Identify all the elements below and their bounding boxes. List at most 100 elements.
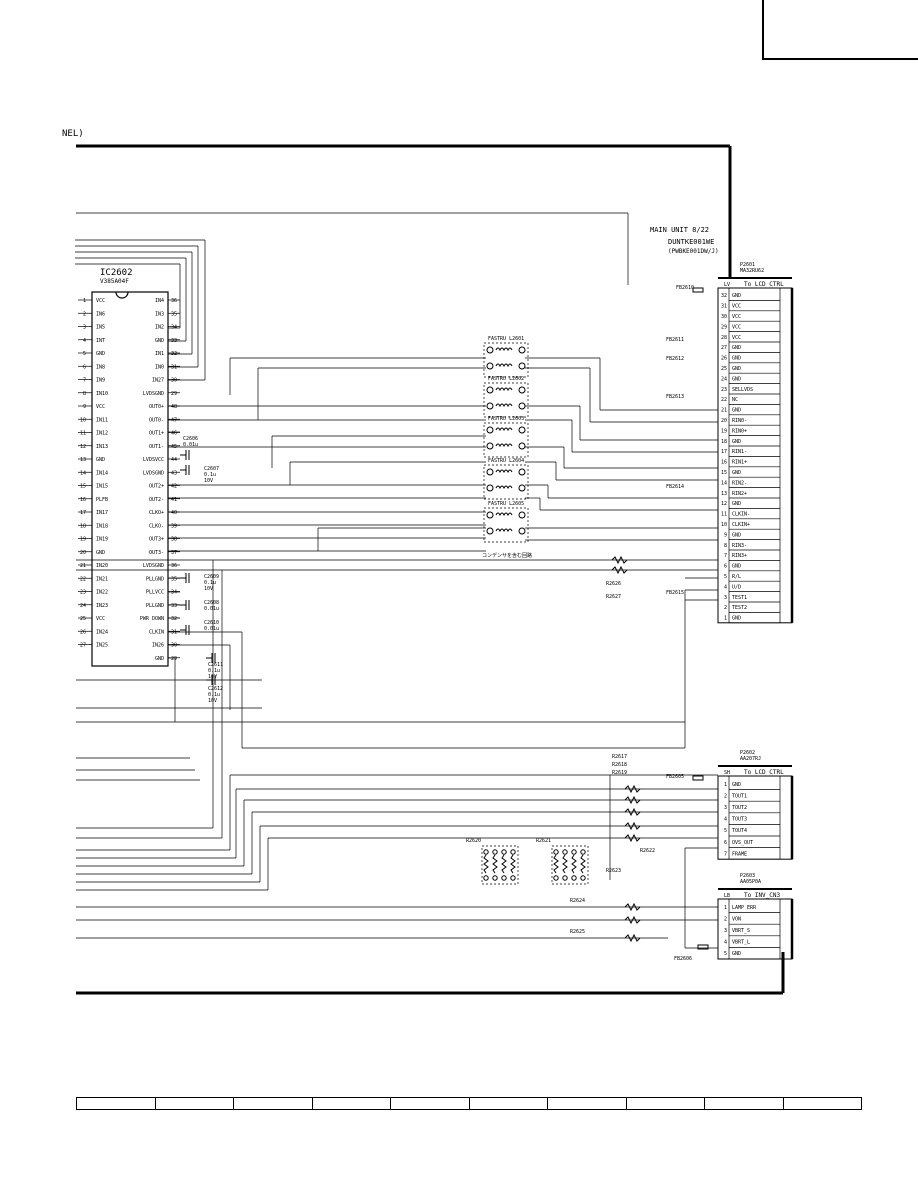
connector-pin-num: 5 <box>724 951 727 957</box>
footer-cell <box>77 1098 156 1109</box>
ic-pin-right-num: 44 <box>171 457 177 463</box>
ferrite-labels: FB2610 FB2611 FB2612 FB2613 FB2614 FB261… <box>666 285 709 962</box>
ic-pin-right-label: OUT1- <box>149 444 164 450</box>
connector-pin-signal: GND <box>732 616 741 622</box>
connector-pin-signal: RIN1+ <box>732 460 747 466</box>
rnet-pad <box>571 849 577 855</box>
connector-pin-num: 1 <box>724 616 727 622</box>
ic-pin-left-label: IN24 <box>96 629 108 635</box>
filter-pad <box>518 386 526 394</box>
cap-c2607-val: 0.1u <box>204 472 216 478</box>
connector-pin-signal: TEST1 <box>732 595 747 601</box>
connector-pin-signal: RIN2+ <box>732 491 747 497</box>
rnet-resistor <box>553 854 559 874</box>
rnet-resistor <box>501 854 507 874</box>
footer-cell <box>470 1098 548 1109</box>
ic-pin-left-label: INT <box>96 338 105 344</box>
connector-pin-num: 2 <box>724 605 727 611</box>
filter-box <box>483 507 529 543</box>
connector-pin-signal: TOUT4 <box>732 828 747 834</box>
filter-coil <box>495 363 513 368</box>
filter-pad <box>518 468 526 476</box>
ic-pin-left-label: IN11 <box>96 417 108 423</box>
wiring <box>75 212 718 949</box>
connector-pin-signal: GND <box>732 293 741 299</box>
ic-pin-right-num: 35 <box>171 311 177 317</box>
ic-pin-left-num: 15 <box>80 484 86 490</box>
section-title: NEL) <box>62 129 84 139</box>
rnet-pad <box>483 875 489 881</box>
connector-pin-num: 31 <box>721 304 727 310</box>
filter-coil <box>495 443 513 448</box>
connector-pin-num: 11 <box>721 512 727 518</box>
cap-c2611-ref: C2611 <box>208 662 223 668</box>
connector-ref: P2602 <box>740 750 755 756</box>
connector-pin-signal: CLKIN- <box>732 512 750 518</box>
filter-label: FASTRU L2603 <box>488 416 524 422</box>
connector-pin-signal: RIN0- <box>732 418 747 424</box>
ic-pin-right-num: 43 <box>171 470 177 476</box>
ic-pin-right-label: LVDSGND <box>143 470 164 476</box>
connector-pin-num: 8 <box>724 543 727 549</box>
ic-pin-right-label: OUT0- <box>149 417 164 423</box>
connector-pin-signal: GND <box>732 376 741 382</box>
ic-pin-left-label: IN25 <box>96 643 108 649</box>
ic-pin-left-label: IN17 <box>96 510 108 516</box>
filter-coil <box>495 528 513 533</box>
connector-pin-signal: RIN3- <box>732 543 747 549</box>
unit-code: DUNTKE001WE <box>668 238 714 246</box>
connector-part: AA207RJ <box>740 756 761 762</box>
connector-pin-signal: FRAME <box>732 851 747 857</box>
filter-box <box>483 464 529 500</box>
ic-body <box>91 291 169 667</box>
filter-coil <box>495 485 513 490</box>
cap-c2606-ref: C2606 <box>183 436 198 442</box>
connector-left-head: SH <box>724 770 730 776</box>
filter-box <box>483 422 529 458</box>
rnet-pad <box>492 875 498 881</box>
ic-part: V385A04F <box>100 278 129 285</box>
ic-pin-left-label: IN10 <box>96 391 108 397</box>
filter-note: コンデンサを含む回路 <box>482 552 532 559</box>
connector-pin-signal: RIN3+ <box>732 553 747 559</box>
ic-pin-right-num: 33 <box>171 603 177 609</box>
ic-pin-left-label: VCC <box>96 298 105 304</box>
connector-pin-num: 32 <box>721 293 727 299</box>
connector-pin-num: 2 <box>724 793 727 799</box>
ic-pin-left-num: 8 <box>83 391 86 397</box>
ic-pin-left-label: IN15 <box>96 484 108 490</box>
connector-pin-num: 14 <box>721 480 727 486</box>
footer-cell <box>627 1098 705 1109</box>
r2617-label: R2617 <box>612 754 627 760</box>
ic-pin-left-label: IN12 <box>96 431 108 437</box>
ic-pin-right-label: CLKIN <box>149 629 164 635</box>
filter-pad <box>486 426 494 434</box>
ic-pin-left-label: IN9 <box>96 378 105 384</box>
fb2612-label: FB2612 <box>666 356 684 362</box>
filter-pad <box>518 402 526 410</box>
ic-pin-left-num: 21 <box>80 563 86 569</box>
ic-pin-left-num: 22 <box>80 576 86 582</box>
rnet-resistor <box>580 854 586 874</box>
ic-pin-right-num: 46 <box>171 431 177 437</box>
ic-pin-left-num: 10 <box>80 417 86 423</box>
connector-pin-num: 18 <box>721 439 727 445</box>
ic-pin-left-num: 24 <box>80 603 86 609</box>
ic-pin-left-label: VCC <box>96 616 105 622</box>
filter-pad <box>486 402 494 410</box>
connector-pin-signal: GND <box>732 951 741 957</box>
connector-pin-signal: GND <box>732 501 741 507</box>
connector-right-head: To INV_CN3 <box>744 892 781 899</box>
filter-box <box>483 342 529 378</box>
ic-pin-left-num: 20 <box>80 550 86 556</box>
rnet-pad <box>562 875 568 881</box>
rnet-resistor <box>483 854 489 874</box>
ic-pin-left-label: GND <box>96 550 105 556</box>
filter-pad <box>486 386 494 394</box>
filter-pad <box>486 346 494 354</box>
ic-name: IC2602 <box>100 268 133 278</box>
connector-pin-signal: RIN1- <box>732 449 747 455</box>
